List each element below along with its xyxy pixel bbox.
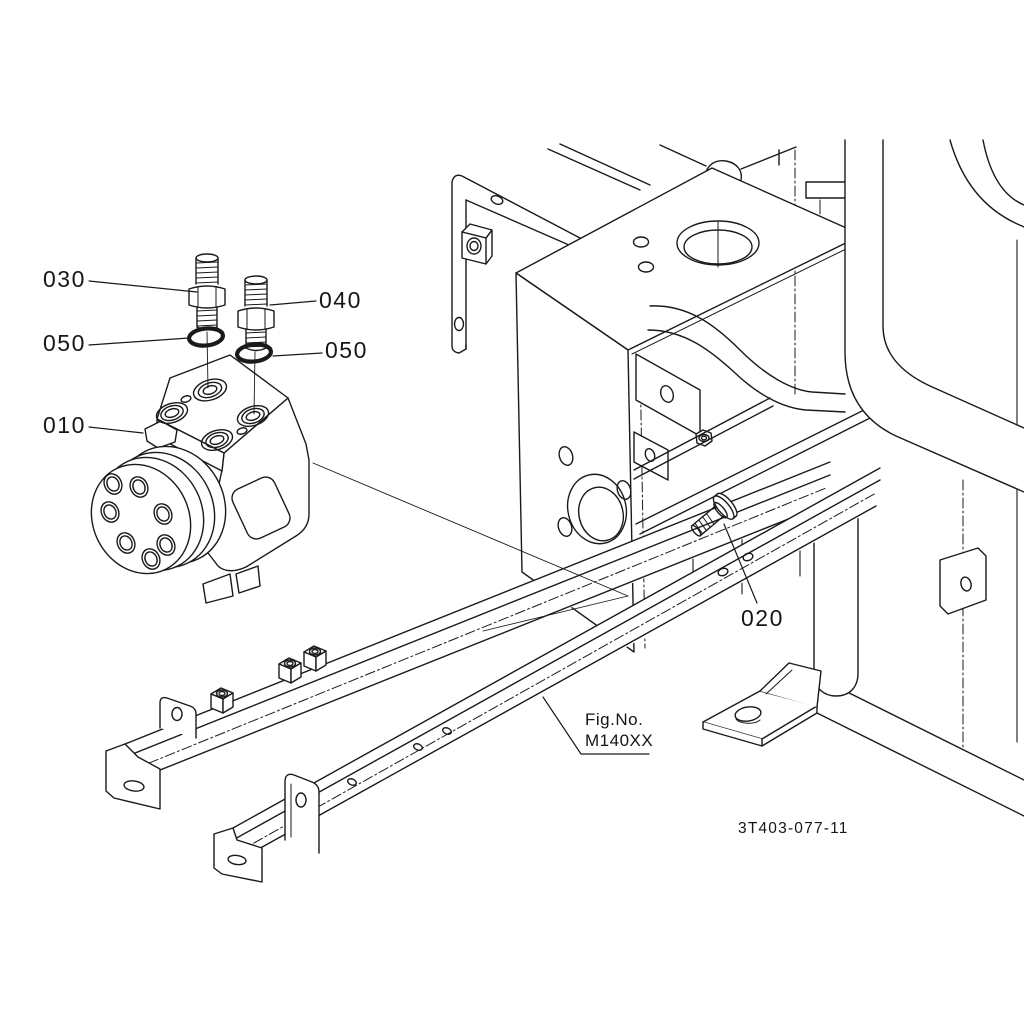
callout-leader-lines xyxy=(88,280,758,755)
callout-label-030: 030 xyxy=(43,266,86,292)
fitting-030-drawing xyxy=(188,253,226,331)
callout-label-020: 020 xyxy=(741,605,784,631)
callout-label-050-right: 050 xyxy=(325,337,368,363)
leader-050-left xyxy=(88,337,190,346)
leader-050-right xyxy=(272,352,323,357)
leader-030 xyxy=(88,280,198,293)
square-nut-drawing xyxy=(303,645,327,672)
callout-label-010: 010 xyxy=(43,412,86,438)
frame-background-lines xyxy=(547,139,1024,743)
leader-010 xyxy=(88,426,144,434)
figure-number-label: Fig.No. xyxy=(585,710,644,729)
leader-040 xyxy=(269,300,317,306)
gerotor-bolt-holes xyxy=(100,473,176,570)
figure-number-flag: Fig.No. M140XX xyxy=(585,709,653,752)
figure-number-value: M140XX xyxy=(585,731,654,751)
threaded-ports xyxy=(155,378,270,451)
steering-controller-drawing xyxy=(90,354,310,604)
o-ring-050-left-drawing xyxy=(186,326,226,348)
drawing-number: 3T403-077-11 xyxy=(738,820,849,837)
projection-lines xyxy=(312,462,629,632)
strap-bracket-drawing xyxy=(451,174,581,354)
callout-label-050-left: 050 xyxy=(43,330,86,356)
frame-tube-drawing xyxy=(844,139,1024,493)
right-panel-drawing xyxy=(939,479,987,751)
square-nut-drawing xyxy=(278,657,302,684)
support-rails-drawing xyxy=(105,461,881,883)
fig-no-flag-line xyxy=(542,696,650,755)
square-nut-drawing xyxy=(210,687,234,714)
leader-020 xyxy=(723,523,758,604)
hydraulic-fittings-drawing xyxy=(186,253,275,415)
bolt-020-drawing xyxy=(690,492,738,537)
o-ring-050-right-drawing xyxy=(234,342,274,364)
callout-label-040: 040 xyxy=(319,287,362,313)
fitting-040-drawing xyxy=(237,275,275,352)
foot-bracket-drawing xyxy=(702,504,1024,817)
